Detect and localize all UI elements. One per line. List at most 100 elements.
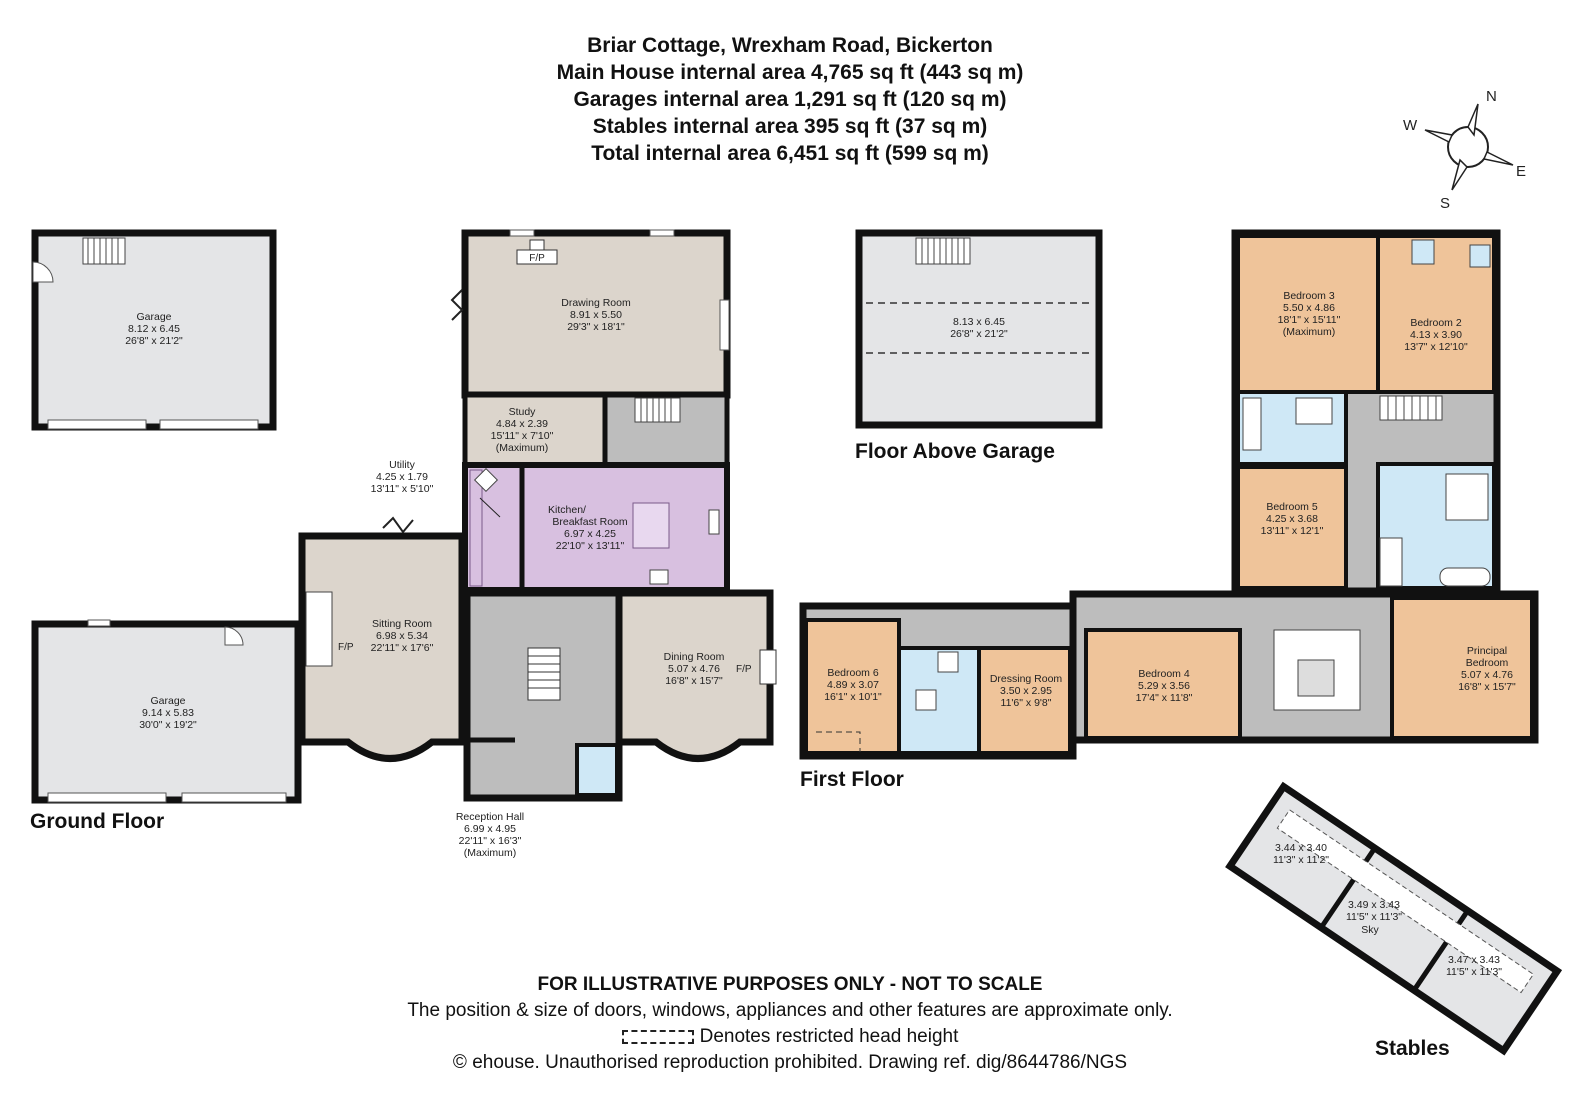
dashed-legend-swatch (621, 1029, 694, 1044)
total-area: Total internal area 6,451 sq ft (599 sq … (591, 142, 989, 165)
bedroom2-metric: 4.13 x 3.90 (1410, 329, 1462, 341)
bedroom2-imperial: 13'7" x 12'10" (1404, 341, 1468, 353)
sitting-room-imperial: 22'11" x 17'6" (371, 642, 434, 654)
compass-needle-south (1451, 158, 1468, 191)
compass-needle-north (1467, 103, 1479, 137)
bedroom3-imperial: 18'1" x 15'11" (1278, 314, 1341, 326)
kitchen-imperial: 22'10" x 13'11" (556, 540, 625, 552)
stable1-metric: 3.44 x 3.40 (1275, 842, 1327, 854)
bedroom4-metric: 5.29 x 3.56 (1138, 680, 1190, 692)
property-title: Briar Cottage, Wrexham Road, Bickerton (587, 34, 993, 57)
dining-room: F/P Dining Room 5.07 x 4.76 16'8" x 15'7… (615, 589, 777, 762)
compass-n: N (1486, 88, 1497, 105)
dining-fireplace-label: F/P (736, 664, 752, 675)
bedroom6-name: Bedroom 6 (827, 667, 879, 679)
sitting-room-name: Sitting Room (372, 618, 432, 630)
stable2-imperial: 11'5" x 11'3" (1346, 911, 1402, 923)
compass-needle-west (1424, 129, 1454, 144)
reception-hall: Reception Hall 6.99 x 4.95 22'11" x 16'3… (456, 589, 623, 859)
utility-metric: 4.25 x 1.79 (376, 471, 428, 483)
utility-name: Utility (389, 459, 415, 471)
stables-building (1225, 781, 1563, 1056)
garage-bottom: Garage 9.14 x 5.83 30'0" x 19'2" (31, 619, 302, 804)
utility-imperial: 13'11" x 5'10" (371, 483, 434, 495)
bedroom3-metric: 5.50 x 4.86 (1283, 302, 1335, 314)
garage-top-name: Garage (136, 311, 171, 323)
bedroom5-imperial: 13'11" x 12'1" (1261, 525, 1324, 537)
floor-above-garage-label: Floor Above Garage (855, 440, 1055, 463)
study: Study 4.84 x 2.39 15'11" x 7'10" (Maximu… (462, 392, 730, 468)
dressing-name: Dressing Room (990, 673, 1063, 685)
compass-needle-east (1482, 150, 1514, 166)
compass-icon: N E S W (1403, 88, 1526, 212)
principal-metric: 5.07 x 4.76 (1461, 669, 1513, 681)
kitchen-name: Kitchen/ (548, 504, 586, 516)
garages-area: Garages internal area 1,291 sq ft (120 s… (573, 88, 1007, 111)
principal-name-2: Bedroom (1466, 657, 1509, 669)
reception-metric: 6.99 x 4.95 (464, 823, 516, 835)
kitchen-metric: 6.97 x 4.25 (564, 528, 616, 540)
study-note: (Maximum) (496, 442, 549, 454)
reception-imperial: 22'11" x 16'3" (459, 835, 522, 847)
copyright-text: © ehouse. Unauthorised reproduction proh… (452, 1052, 1128, 1073)
drawing-room-name: Drawing Room (561, 297, 631, 309)
stable-sky-label: Sky (1361, 924, 1379, 936)
kitchen-breakfast-room: Kitchen/ Breakfast Room 6.97 x 4.25 22'1… (371, 459, 730, 593)
sitting-fireplace-label: F/P (338, 642, 354, 653)
ground-floor-label: Ground Floor (30, 810, 165, 833)
compass-e: E (1516, 163, 1526, 180)
dining-room-imperial: 16'8" x 15'7" (665, 675, 723, 687)
first-floor-label: First Floor (800, 768, 904, 791)
drawing-fireplace-label: F/P (529, 253, 545, 264)
bedroom5-metric: 4.25 x 3.68 (1266, 513, 1318, 525)
reception-note: (Maximum) (464, 847, 517, 859)
garage-bottom-name: Garage (150, 695, 185, 707)
stables-area: Stables internal area 395 sq ft (37 sq m… (592, 115, 988, 138)
garage-bottom-metric: 9.14 x 5.83 (142, 707, 194, 719)
head-height-legend-text: Denotes restricted head height (699, 1026, 959, 1047)
study-name: Study (509, 406, 537, 418)
sitting-room-metric: 6.98 x 5.34 (376, 630, 428, 642)
kitchen-name-2: Breakfast Room (552, 516, 628, 528)
bedroom3-note: (Maximum) (1283, 326, 1336, 338)
bedroom4-imperial: 17'4" x 11'8" (1136, 692, 1193, 704)
bedroom5-name: Bedroom 5 (1266, 501, 1318, 513)
above-garage-metric: 8.13 x 6.45 (953, 316, 1005, 328)
dining-room-name: Dining Room (664, 651, 725, 663)
stable1-imperial: 11'3" x 11'2" (1273, 854, 1329, 866)
reception-name: Reception Hall (456, 811, 524, 823)
bedroom3-name: Bedroom 3 (1283, 290, 1335, 302)
stable3-metric: 3.47 x 3.43 (1448, 954, 1500, 966)
above-garage-imperial: 26'8" x 21'2" (950, 328, 1008, 340)
bedroom2-name: Bedroom 2 (1410, 317, 1462, 329)
stable2-metric: 3.49 x 3.43 (1348, 899, 1400, 911)
head-height-legend: Denotes restricted head height (300, 1024, 1280, 1050)
main-house-area: Main House internal area 4,765 sq ft (44… (556, 61, 1024, 84)
header-block: Briar Cottage, Wrexham Road, Bickerton M… (400, 32, 1180, 167)
approximation-note: The position & size of doors, windows, a… (407, 1000, 1173, 1021)
study-metric: 4.84 x 2.39 (496, 418, 548, 430)
principal-name: Principal (1467, 645, 1507, 657)
drawing-room-imperial: 29'3" x 18'1" (567, 321, 625, 333)
dressing-imperial: 11'6" x 9'8" (1001, 697, 1052, 709)
floor-above-garage-room: 8.13 x 6.45 26'8" x 21'2" (855, 229, 1103, 429)
dressing-metric: 3.50 x 2.95 (1000, 685, 1052, 697)
garage-bottom-imperial: 30'0" x 19'2" (139, 719, 197, 731)
bedroom6-metric: 4.89 x 3.07 (827, 679, 879, 691)
compass-w: W (1403, 117, 1418, 134)
drawing-room-metric: 8.91 x 5.50 (570, 309, 622, 321)
bedroom6-imperial: 16'1" x 10'1" (824, 691, 882, 703)
first-floor-main-band: Bedroom 6 4.89 x 3.07 16'1" x 10'1" Dres… (799, 590, 1539, 760)
drawing-room: F/P Drawing Room 8.91 x 5.50 29'3" x 18'… (450, 229, 731, 399)
dining-room-metric: 5.07 x 4.76 (668, 663, 720, 675)
bedroom4-name: Bedroom 4 (1138, 668, 1190, 680)
garage-top-imperial: 26'8" x 21'2" (125, 335, 183, 347)
stables-label: Stables (1375, 1037, 1450, 1060)
compass-s: S (1440, 195, 1450, 212)
garage-top: Garage 8.12 x 6.45 26'8" x 21'2" (31, 229, 277, 431)
footer-block: FOR ILLUSTRATIVE PURPOSES ONLY - NOT TO … (300, 972, 1280, 1076)
study-imperial: 15'11" x 7'10" (491, 430, 554, 442)
principal-imperial: 16'8" x 15'7" (1458, 681, 1516, 693)
sitting-room: F/P Sitting Room 6.98 x 5.34 22'11" x 17… (298, 516, 466, 762)
